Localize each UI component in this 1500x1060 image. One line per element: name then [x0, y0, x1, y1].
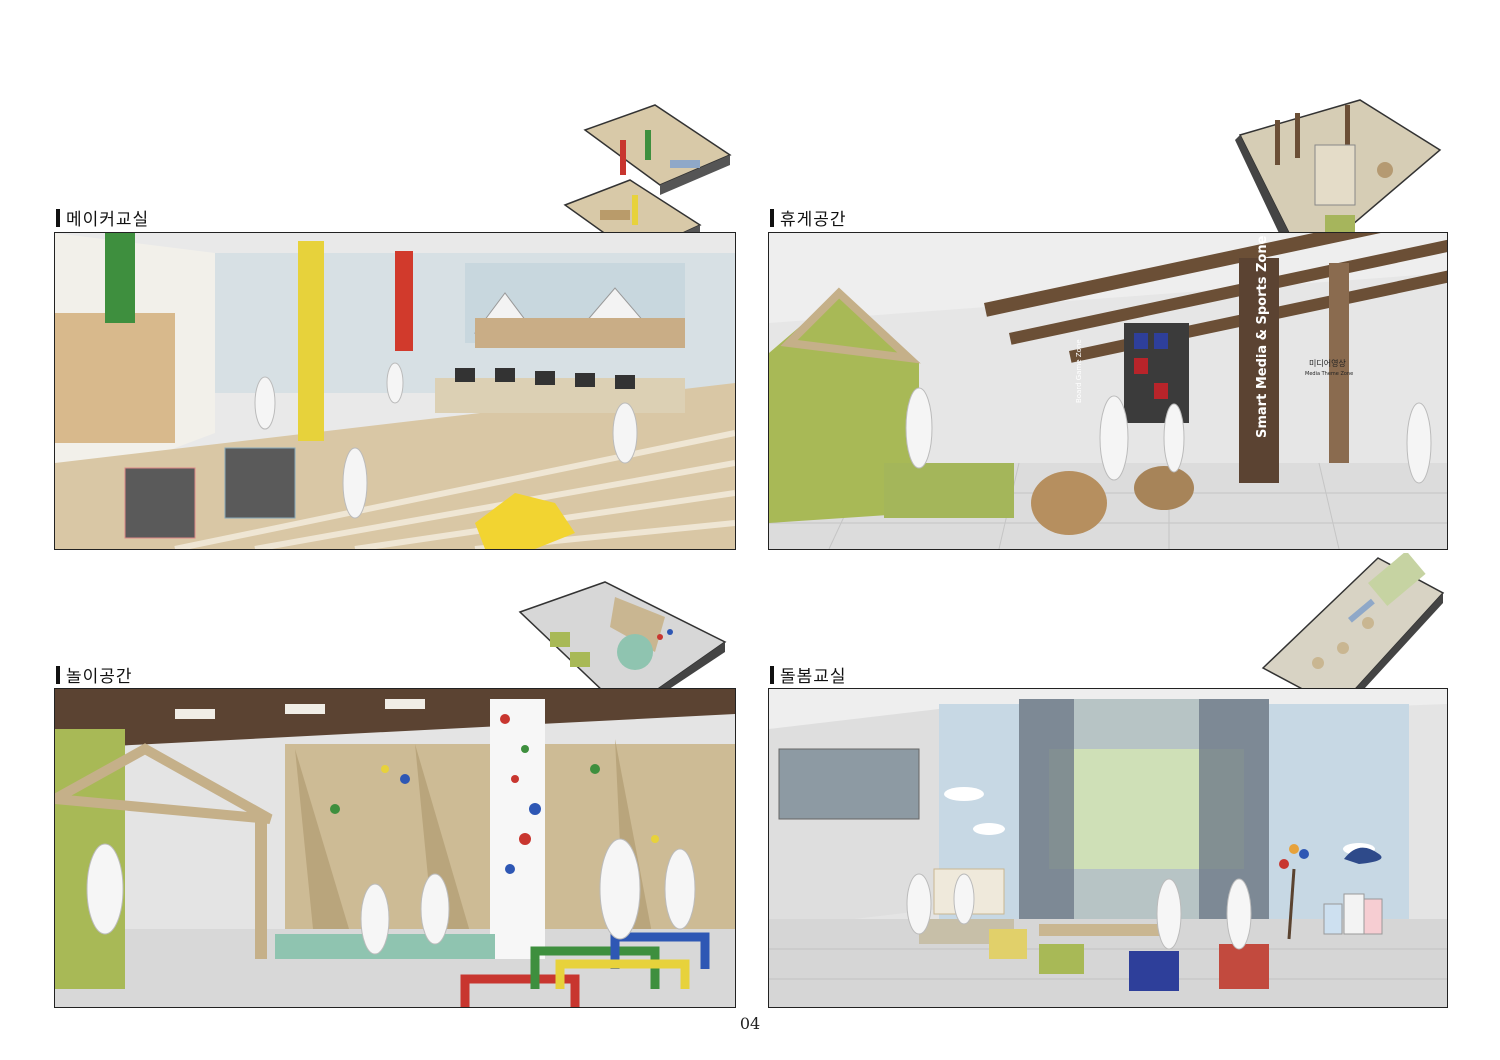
- render-care-classroom: [768, 688, 1448, 1008]
- render-lounge: Smart Media & Sports Zone Board Game Zon…: [768, 232, 1448, 550]
- render-play-space: [54, 688, 736, 1008]
- section-label-maker: 메이커교실: [56, 205, 149, 230]
- label-bar-icon: [770, 665, 774, 684]
- page-number: 04: [739, 1014, 761, 1033]
- section-title: 휴게공간: [780, 210, 847, 230]
- label-bar-icon: [56, 208, 60, 227]
- section-label-lounge: 휴게공간: [770, 205, 847, 230]
- label-bar-icon: [770, 208, 774, 227]
- play-space-illustration: [55, 689, 735, 1007]
- floor-plan-thumbnail-care: [1258, 550, 1448, 713]
- render-maker-classroom: [54, 232, 736, 550]
- sign-media-kr: 미디어영상: [1309, 358, 1346, 368]
- label-bar-icon: [56, 665, 60, 684]
- section-label-care: 돌봄교실: [770, 662, 847, 687]
- section-title: 놀이공간: [66, 667, 133, 687]
- section-label-play: 놀이공간: [56, 662, 133, 687]
- sign-board-game: Board Game Zone: [1075, 339, 1083, 403]
- sign-smart-media: Smart Media & Sports Zone: [1255, 235, 1270, 438]
- isometric-plan-icon: [1261, 550, 1445, 713]
- section-title: 메이커교실: [66, 210, 150, 230]
- sign-media-en: Media Theme Zone: [1305, 371, 1353, 377]
- lounge-illustration: Smart Media & Sports Zone Board Game Zon…: [769, 233, 1447, 549]
- section-title: 돌봄교실: [780, 667, 847, 687]
- care-classroom-illustration: [769, 689, 1447, 1007]
- maker-classroom-illustration: [55, 233, 735, 549]
